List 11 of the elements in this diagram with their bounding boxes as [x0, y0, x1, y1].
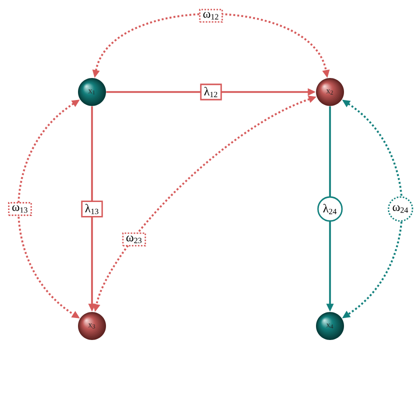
- node-label: x$_{1}$: [88, 90, 95, 94]
- node-label: x$_{2}$: [326, 90, 333, 94]
- edge-label: ω$_{12}$: [199, 8, 223, 23]
- edge-label: λ$_{13}$: [81, 200, 103, 218]
- edge-label: ω$_{13}$: [8, 202, 32, 216]
- node-label: x$_{3}$: [88, 324, 96, 328]
- edge-label: λ$_{12}$: [200, 84, 222, 100]
- edge-label: λ$_{24}$: [317, 196, 343, 222]
- node-label: x$_{4}$: [326, 324, 334, 328]
- edge-label: ω$_{23}$: [122, 232, 146, 246]
- edge-label: ω$_{24}$: [388, 196, 414, 222]
